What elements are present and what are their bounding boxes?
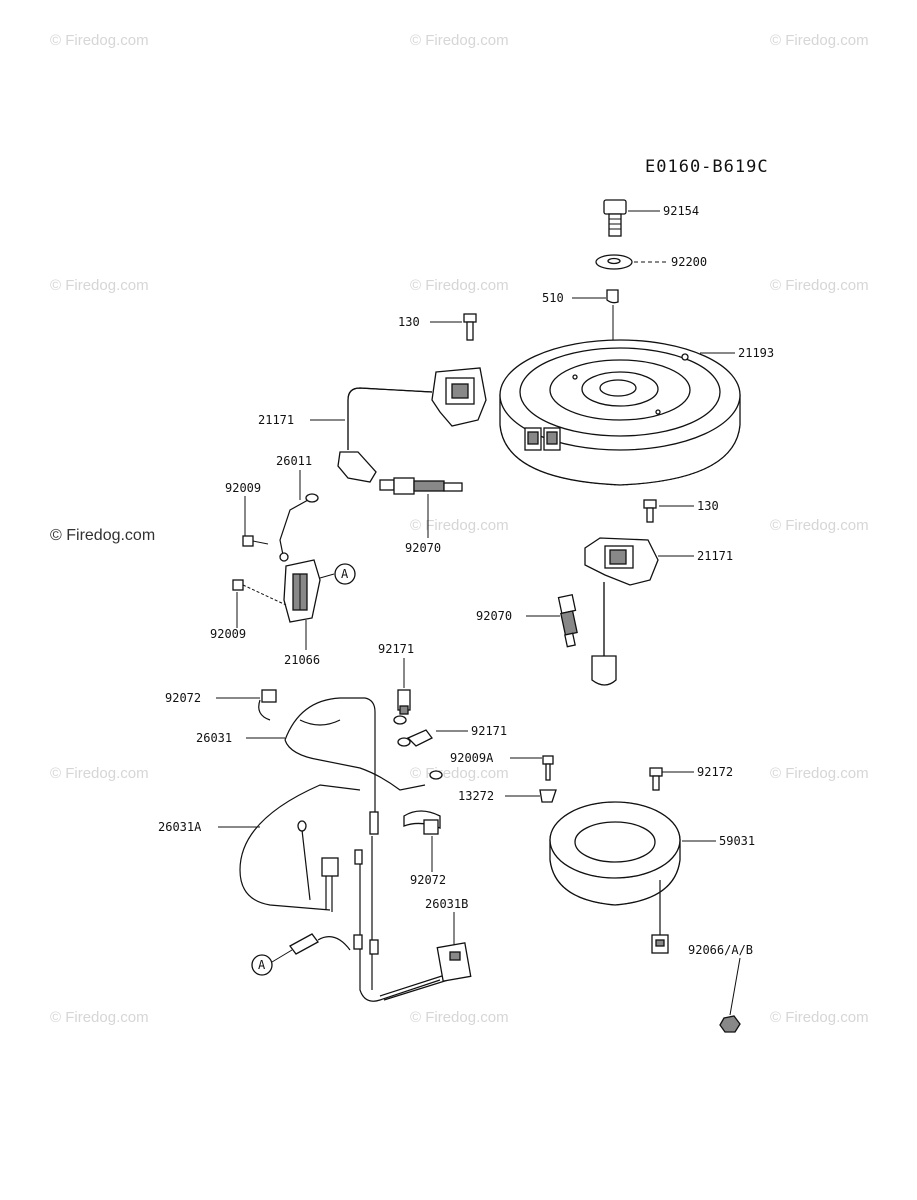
label-92070-right: 92070	[476, 609, 512, 623]
watermarks: © Firedog.com © Firedog.com © Firedog.co…	[50, 32, 869, 1026]
ignition-coil-left	[337, 367, 487, 495]
screw-92009A	[542, 755, 554, 781]
label-21066: 21066	[284, 653, 320, 667]
label-92171-top: 92171	[378, 642, 414, 656]
flywheel-assembly	[463, 199, 741, 486]
label-92070-left: 92070	[405, 541, 441, 555]
label-92200: 92200	[671, 255, 707, 269]
watermark: © Firedog.com	[770, 517, 869, 534]
callout-a-bottom: A	[251, 954, 273, 976]
spark-plug-right	[557, 593, 578, 648]
label-26011: 26011	[276, 454, 312, 468]
flywheel-21193	[499, 339, 741, 486]
watermark: © Firedog.com	[50, 277, 149, 294]
watermark-dark: © Firedog.com	[50, 527, 155, 544]
watermark: © Firedog.com	[770, 1009, 869, 1026]
label-92066: 92066/A/B	[688, 943, 753, 957]
watermark: © Firedog.com	[410, 517, 509, 534]
regulator-21066	[283, 559, 321, 623]
callout-letter: A	[341, 567, 349, 581]
ignition-coil-right	[557, 499, 659, 686]
key-510	[606, 289, 619, 304]
label-13272: 13272	[458, 789, 494, 803]
bolt-130-top	[463, 313, 477, 341]
label-21171-left: 21171	[258, 413, 294, 427]
label-92171-right: 92171	[471, 724, 507, 738]
label-92009-bottom: 92009	[210, 627, 246, 641]
label-130-right: 130	[697, 499, 719, 513]
spark-plug-left	[379, 477, 463, 495]
watermark: © Firedog.com	[770, 32, 869, 49]
label-21193: 21193	[738, 346, 774, 360]
washer-92200	[595, 254, 633, 270]
watermark: © Firedog.com	[410, 765, 509, 782]
watermark: © Firedog.com	[50, 765, 149, 782]
bracket-13272	[539, 789, 557, 803]
callout-a-top: A	[334, 563, 356, 585]
stator-59031	[549, 767, 741, 1033]
watermark: © Firedog.com	[410, 32, 509, 49]
watermark: © Firedog.com	[410, 1009, 509, 1026]
label-92172: 92172	[697, 765, 733, 779]
label-26031A: 26031A	[158, 820, 202, 834]
label-92072-top: 92072	[165, 691, 201, 705]
label-92154: 92154	[663, 204, 699, 218]
screw-92009-top	[242, 535, 269, 547]
label-92072-bottom: 92072	[410, 873, 446, 887]
label-59031: 59031	[719, 834, 755, 848]
callout-letter: A	[258, 958, 266, 972]
watermark: © Firedog.com	[410, 277, 509, 294]
ground-lead-26011	[279, 493, 319, 562]
part-labels: 92154 92200 510 130 21193 21171 26011 92…	[158, 204, 774, 957]
watermark: © Firedog.com	[50, 32, 149, 49]
watermark: © Firedog.com	[50, 1009, 149, 1026]
label-26031B: 26031B	[425, 897, 468, 911]
wiring-harness	[239, 689, 472, 1002]
bolt-92154	[603, 199, 627, 237]
screw-92009-bottom	[232, 579, 287, 606]
label-92009A: 92009A	[450, 751, 494, 765]
nut-92066	[719, 1015, 741, 1033]
label-510: 510	[542, 291, 564, 305]
watermark: © Firedog.com	[770, 277, 869, 294]
label-26031: 26031	[196, 731, 232, 745]
connector-92072-top	[261, 689, 277, 703]
leader-lines	[216, 210, 741, 1016]
label-21171-right: 21171	[697, 549, 733, 563]
diagram-code: E0160-B619C	[645, 157, 769, 177]
label-92009-top: 92009	[225, 481, 261, 495]
label-130-top: 130	[398, 315, 420, 329]
watermark: © Firedog.com	[770, 765, 869, 782]
